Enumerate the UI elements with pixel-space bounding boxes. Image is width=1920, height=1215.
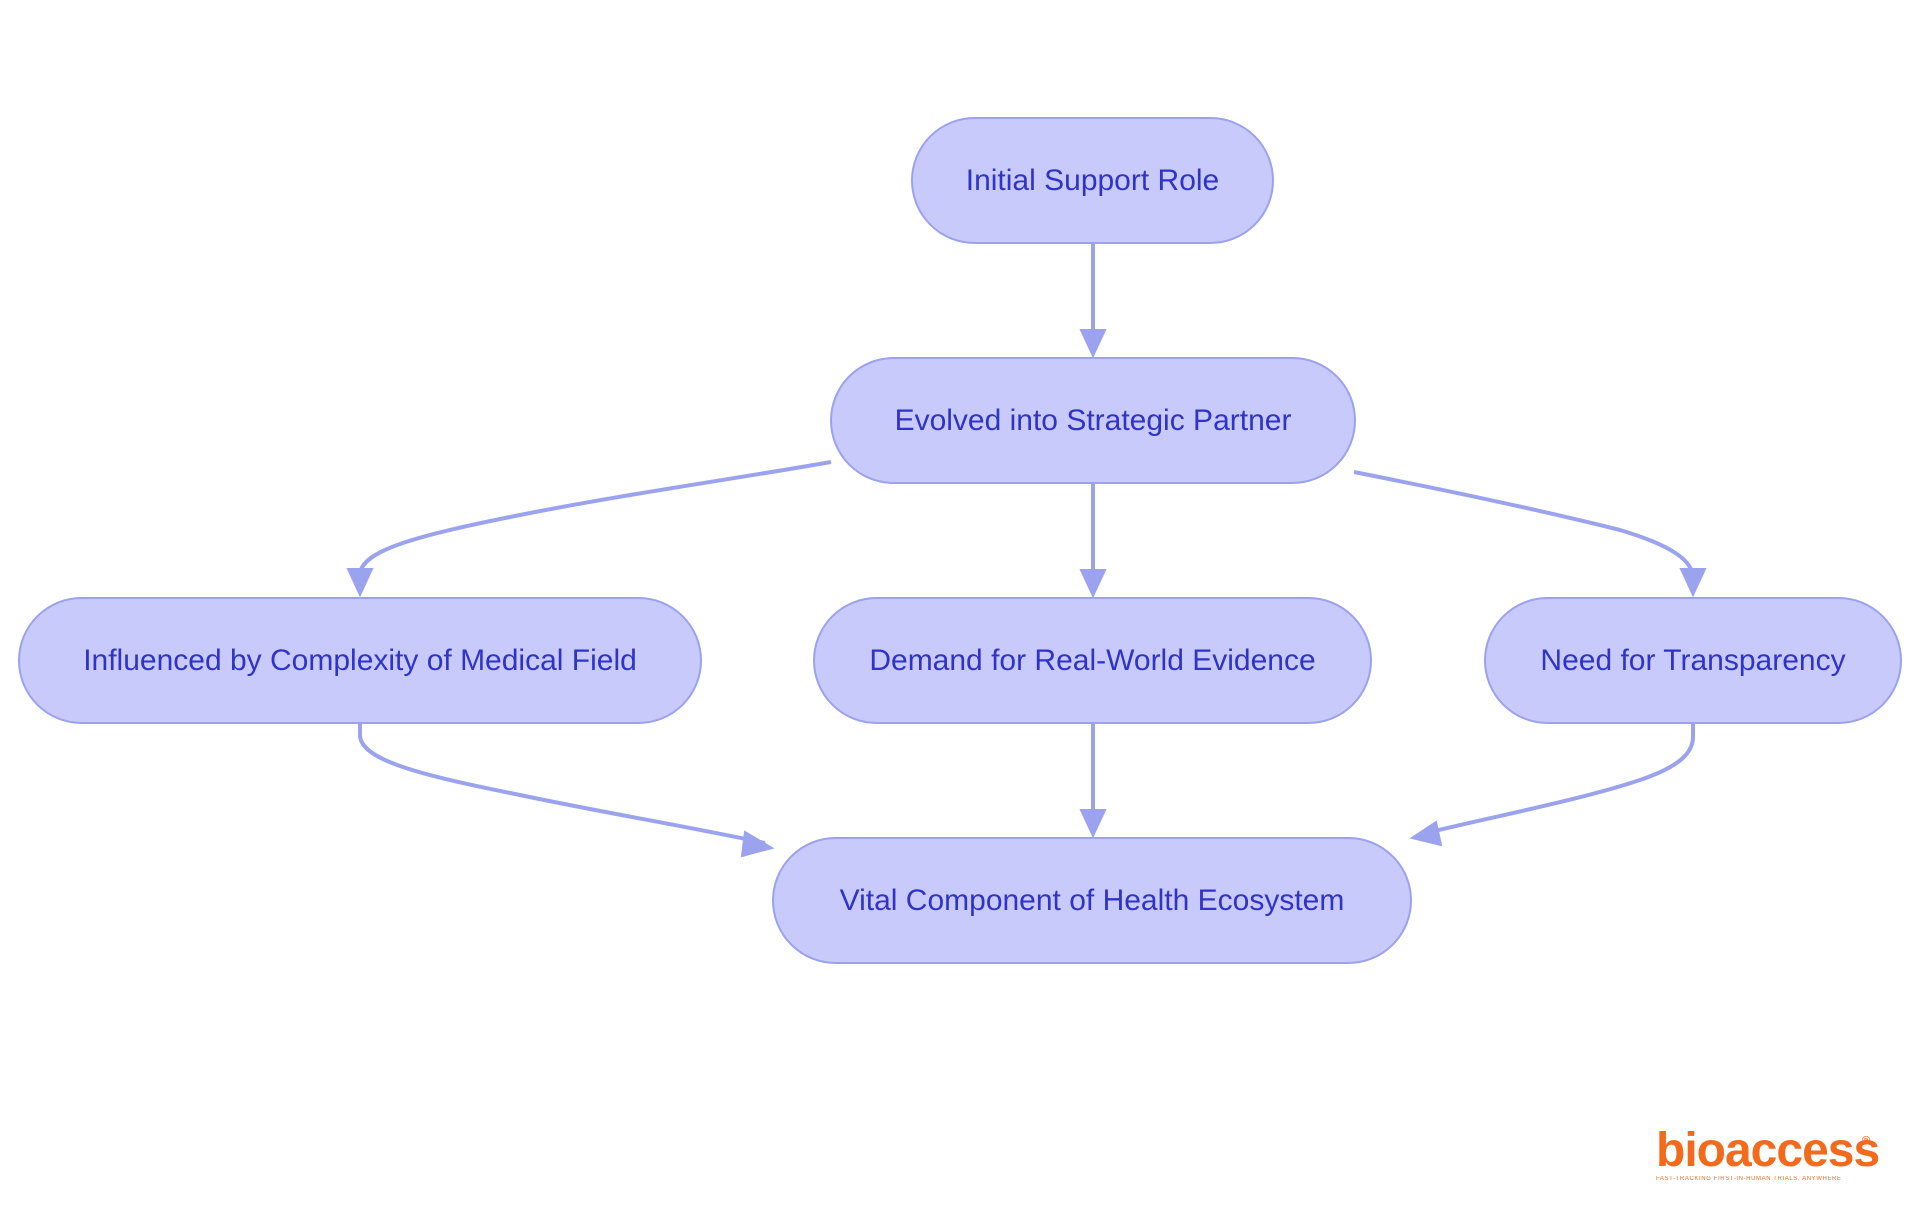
registered-mark: ® — [1862, 1135, 1871, 1147]
bioaccess-logo: bioaccess ® FAST-TRACKING FIRST-IN-HUMAN… — [1640, 1125, 1880, 1185]
edge-evolved-to-complexity — [358, 460, 832, 590]
arrowhead-rwe — [1079, 569, 1107, 599]
edge-evolved-to-transparency — [1353, 470, 1695, 590]
arrowhead-vital-right — [1409, 820, 1443, 847]
node-evolved-into-strategic-partner: Evolved into Strategic Partner — [830, 357, 1356, 484]
node-vital-component: Vital Component of Health Ecosystem — [772, 837, 1412, 964]
edge-transparency-to-vital — [1417, 722, 1695, 837]
node-initial-support-role: Initial Support Role — [911, 117, 1274, 244]
node-demand-for-real-world-evidence: Demand for Real-World Evidence — [813, 597, 1372, 724]
node-influenced-by-complexity: Influenced by Complexity of Medical Fiel… — [18, 597, 702, 724]
arrowhead-vital-center — [1079, 809, 1107, 839]
arrowhead-complexity — [346, 568, 374, 598]
node-need-for-transparency: Need for Transparency — [1484, 597, 1902, 724]
edge-complexity-to-vital — [358, 722, 766, 845]
logo-tagline: FAST-TRACKING FIRST-IN-HUMAN TRIALS, ANY… — [1656, 1176, 1842, 1182]
logo-wordmark: bioaccess — [1656, 1124, 1880, 1177]
arrowhead-transparency — [1679, 568, 1707, 598]
arrowhead-evolved — [1079, 329, 1107, 359]
arrowhead-vital-left — [740, 830, 775, 858]
